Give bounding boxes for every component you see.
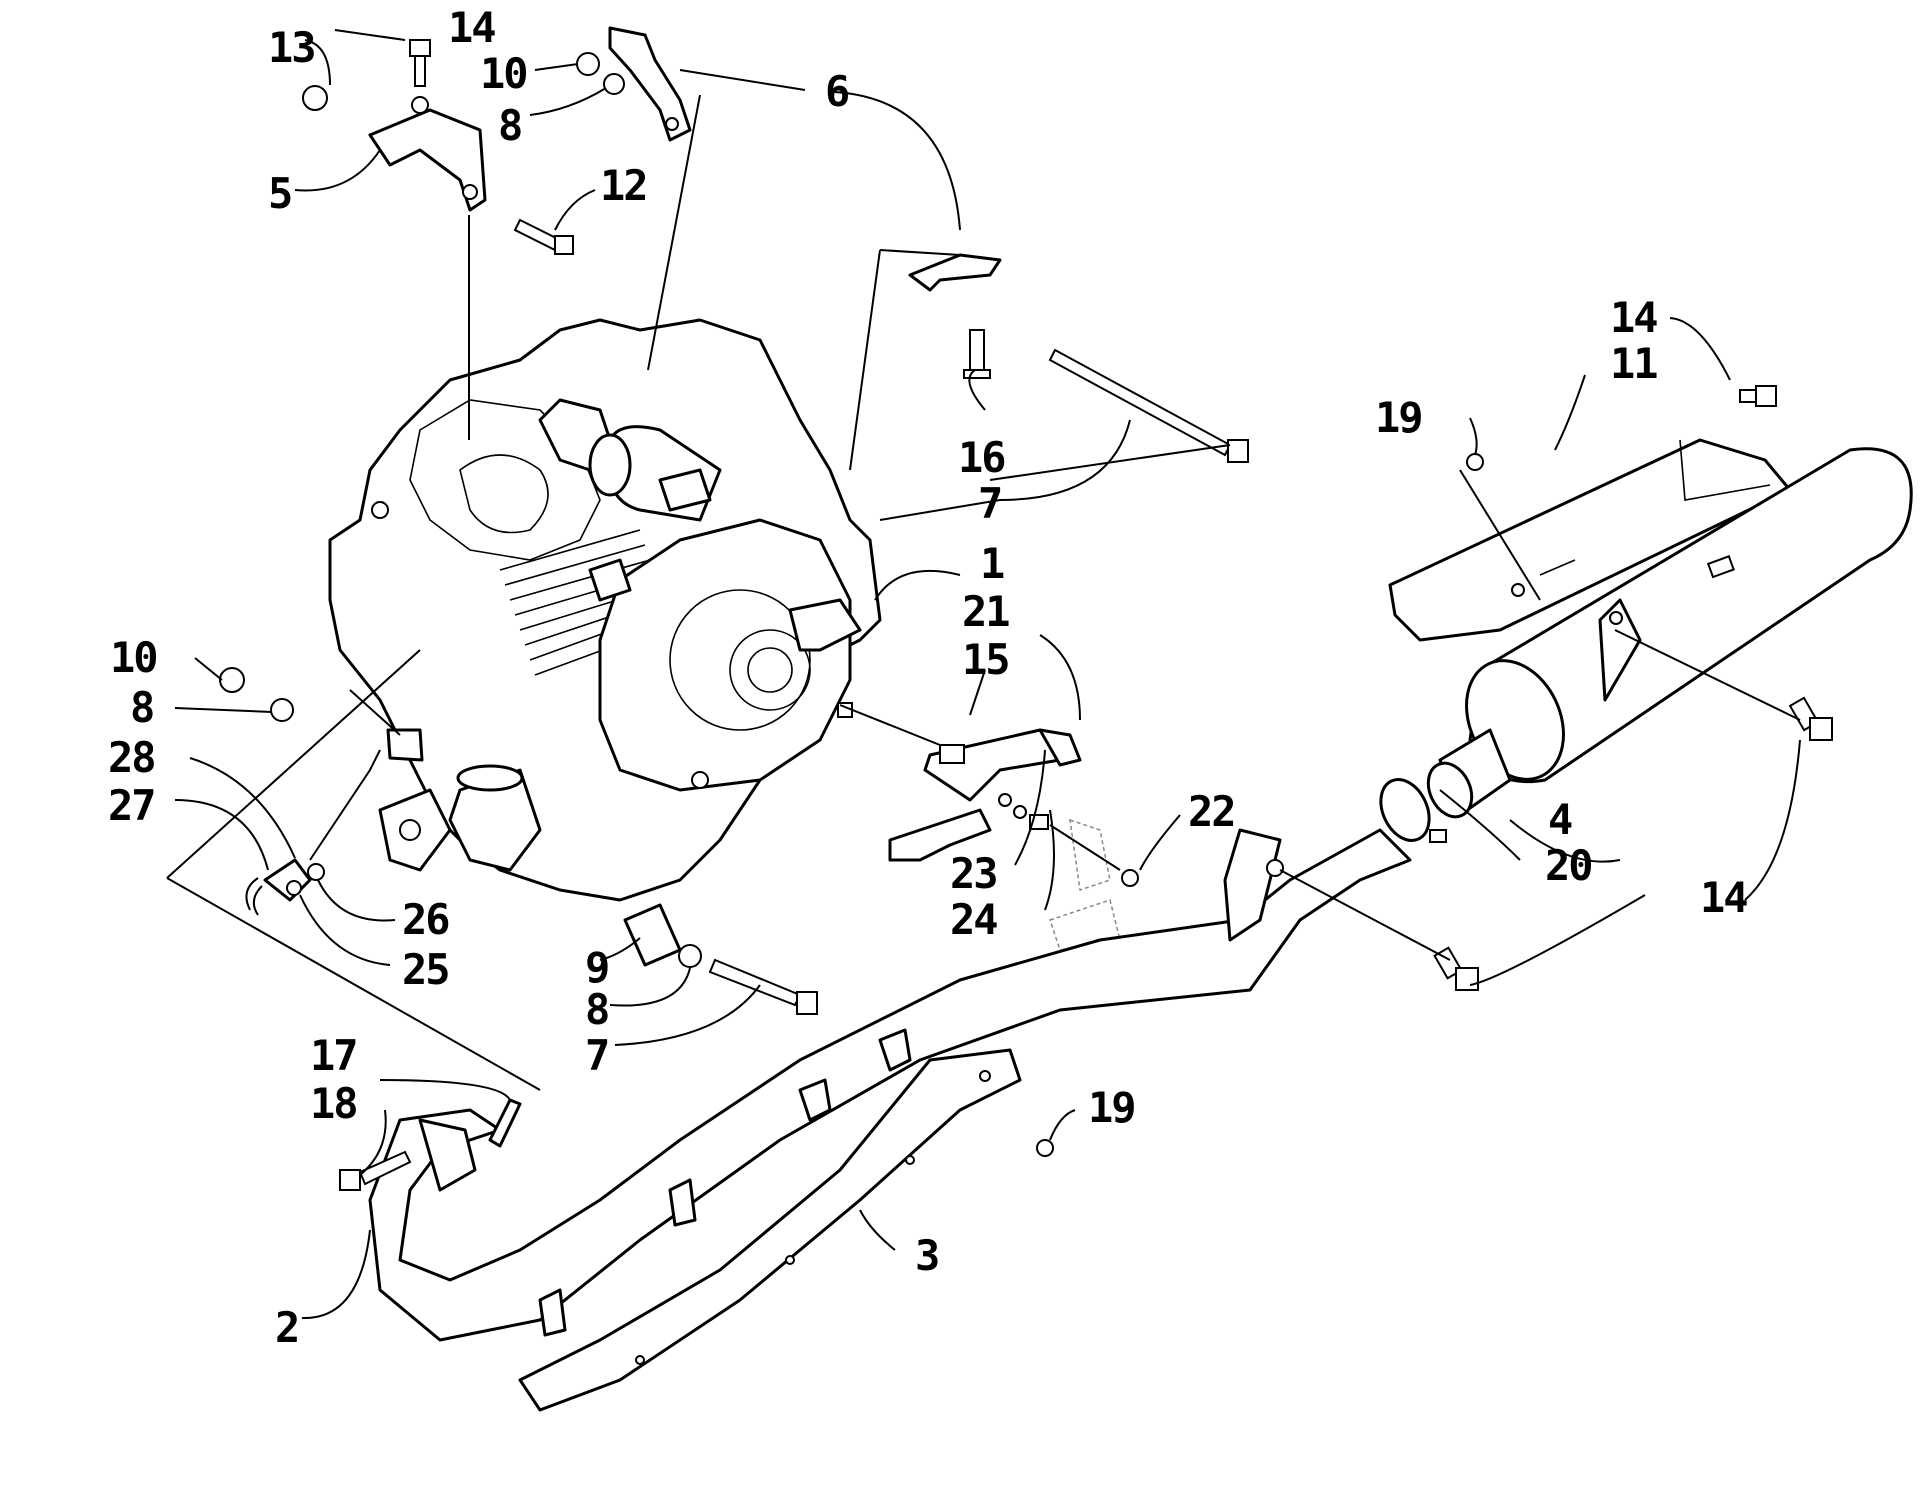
- callout-4: 4: [1548, 795, 1572, 844]
- callout-27: 27: [108, 781, 155, 830]
- callout-7a: 7: [978, 479, 1001, 528]
- bolt-7-bottom: [708, 958, 818, 1015]
- footrest-ghost: [1049, 818, 1121, 951]
- bolt-12: [513, 218, 574, 255]
- callout-7b: 7: [585, 1031, 608, 1080]
- washer-8-bottom: [678, 944, 702, 968]
- bolt-7-long: [1048, 348, 1249, 463]
- washer-26: [307, 863, 325, 881]
- callout-10b: 10: [110, 633, 157, 682]
- bolt-18: [339, 1150, 412, 1191]
- callout-12: 12: [600, 161, 647, 210]
- callout-18: 18: [310, 1079, 357, 1128]
- callout-23: 23: [950, 849, 997, 898]
- callout-22: 22: [1188, 787, 1235, 836]
- callout-14c: 14: [1700, 873, 1747, 922]
- callout-19b: 19: [1088, 1083, 1135, 1132]
- callout-14b: 14: [1610, 293, 1657, 342]
- nut-25: [286, 880, 302, 896]
- callout-10a: 10: [480, 49, 527, 98]
- callout-17: 17: [310, 1031, 357, 1080]
- screw-16: [963, 329, 991, 379]
- callout-20: 20: [1545, 841, 1592, 890]
- rivet-19-top: [1466, 453, 1484, 471]
- heat-shield-header: [518, 1048, 1022, 1412]
- callout-21: 21: [962, 587, 1009, 636]
- callout-1: 1: [980, 539, 1004, 588]
- washer-23: [998, 793, 1012, 807]
- callouts: 1 2 3 4 5 6 7 7 8 8 8 9 10 10 11 12 13 1…: [108, 3, 1749, 1352]
- callout-9: 9: [585, 943, 608, 992]
- callout-6: 6: [825, 67, 849, 116]
- nut-10-top: [576, 52, 600, 76]
- bracket-6: [608, 26, 692, 142]
- spacer-9: [623, 903, 682, 967]
- sensor-wire: [309, 749, 381, 861]
- callout-19a: 19: [1375, 393, 1422, 442]
- washer-24: [1013, 805, 1027, 819]
- muffler: [1426, 447, 1913, 819]
- callout-8b: 8: [130, 683, 153, 732]
- nut-13: [302, 85, 328, 111]
- washer-8-top: [603, 73, 625, 95]
- callout-28: 28: [108, 733, 155, 782]
- bolt-14-pipe: [1433, 946, 1479, 991]
- nut-22: [1121, 869, 1139, 887]
- callout-5: 5: [268, 169, 291, 218]
- washer-8-left: [270, 698, 294, 722]
- nut-10-left: [219, 667, 245, 693]
- engine-mount-bracket: [368, 96, 487, 212]
- callout-8a: 8: [498, 101, 521, 150]
- rivet-19: [1036, 1139, 1054, 1157]
- exhaust-header-pipe: [368, 828, 1412, 1342]
- bracket-6-rear: [908, 253, 1002, 292]
- callout-16: 16: [958, 433, 1005, 482]
- callout-11: 11: [1610, 339, 1657, 388]
- bolt-14-top: [409, 39, 431, 87]
- callout-8c: 8: [585, 985, 608, 1034]
- callout-2: 2: [275, 1303, 298, 1352]
- callout-24: 24: [950, 895, 997, 944]
- spring-17: [488, 1098, 522, 1148]
- leader-lines: [166, 29, 1801, 1320]
- heat-shield: [1388, 438, 1792, 642]
- callout-13: 13: [268, 23, 315, 72]
- cylinder-fins: [499, 529, 651, 676]
- bolt-14-right: [1739, 385, 1777, 407]
- bolt-14-muffler: [1788, 696, 1833, 741]
- footrest-bracket: [888, 728, 1082, 862]
- callout-26: 26: [402, 895, 449, 944]
- engine-assembly: [328, 318, 882, 902]
- callout-14a: 14: [448, 3, 495, 52]
- clamp-20: [1379, 778, 1447, 843]
- callout-25: 25: [402, 945, 449, 994]
- bracket-28: [386, 728, 424, 762]
- callout-3: 3: [915, 1231, 938, 1280]
- callout-15: 15: [962, 635, 1009, 684]
